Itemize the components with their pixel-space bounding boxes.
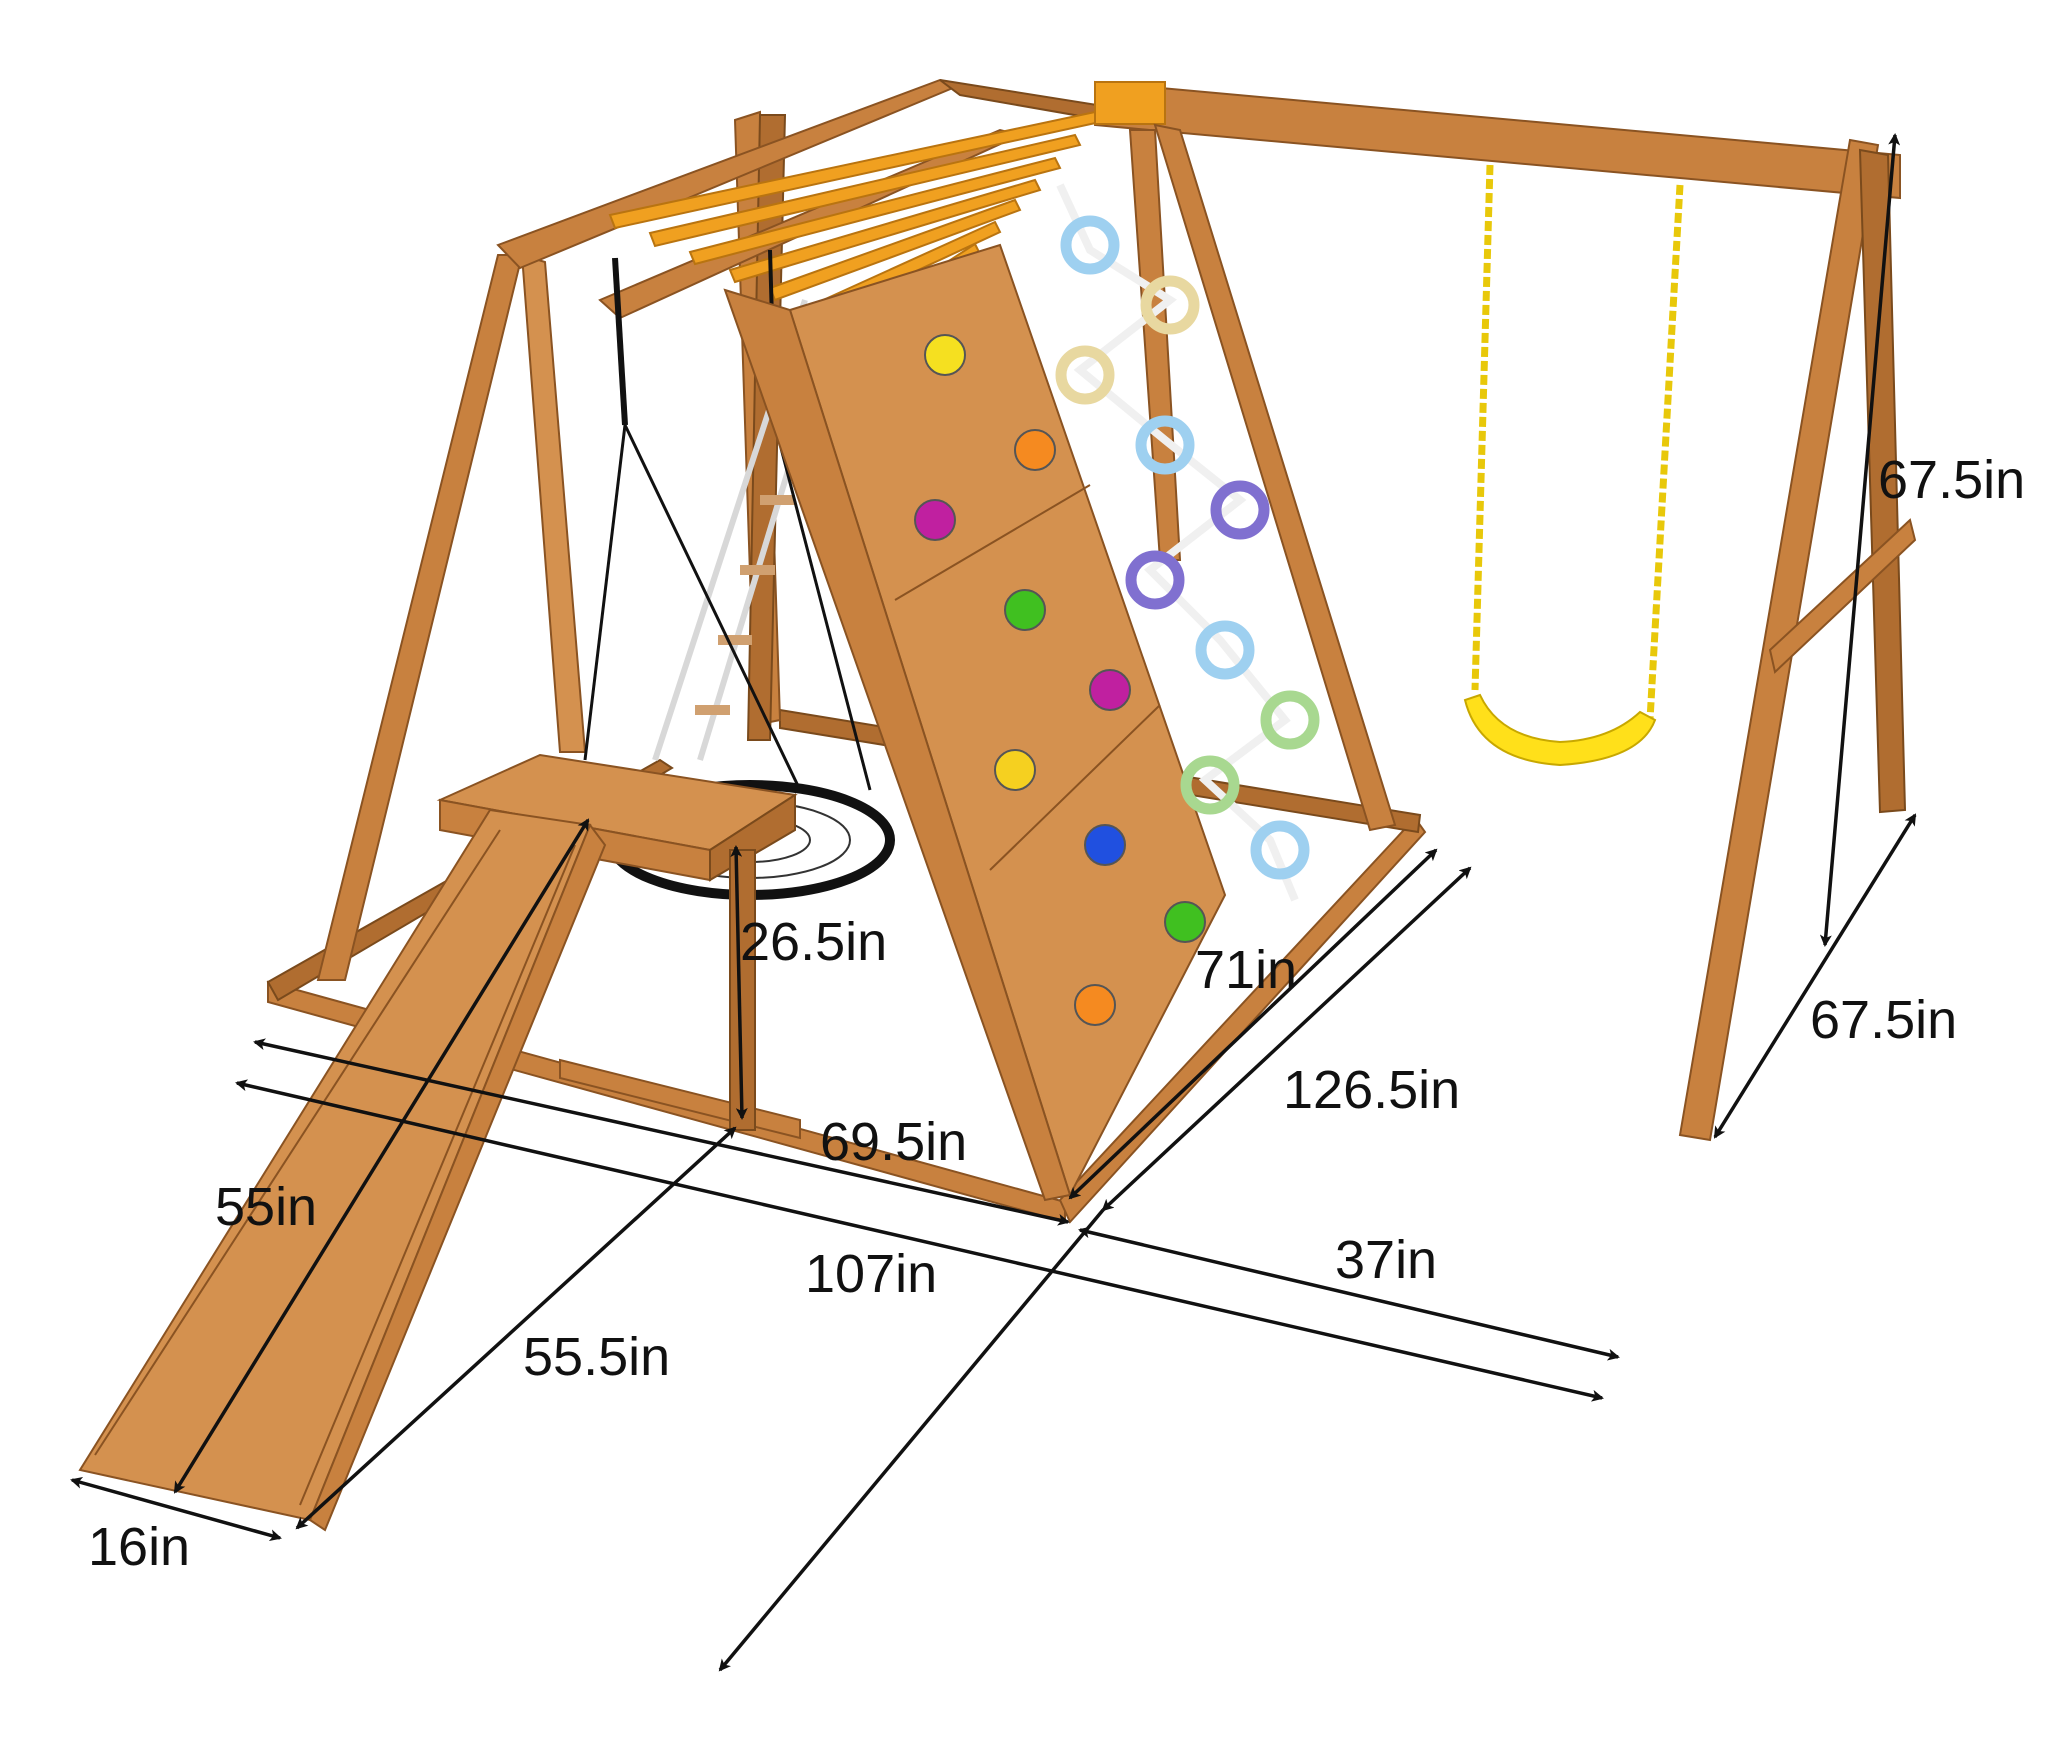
climbing-hold xyxy=(1084,824,1126,866)
climbing-hold xyxy=(1014,429,1056,471)
monkey-bars xyxy=(608,110,1102,338)
climbing-hold xyxy=(994,749,1036,791)
climbing-ring xyxy=(1210,480,1270,540)
climbing-hold xyxy=(914,499,956,541)
climbing-ring xyxy=(1055,345,1115,405)
dimension-labels: 67.5in 67.5in 26.5in 71in 126.5in 69.5in… xyxy=(88,450,2025,1577)
dim-label-swing-height: 67.5in xyxy=(1878,450,2025,510)
climbing-ring xyxy=(1180,755,1240,815)
climbing-ring xyxy=(1125,550,1185,610)
dim-line-ramp-width xyxy=(70,1476,282,1542)
dim-label-platform-height: 26.5in xyxy=(740,912,887,972)
dim-line-ramp-depth xyxy=(295,1126,737,1530)
dim-label-swing-depth: 67.5in xyxy=(1810,990,1957,1050)
dim-label-frame-width: 69.5in xyxy=(820,1112,967,1172)
swing-beam xyxy=(1094,80,1901,200)
climbing-hold xyxy=(1089,669,1131,711)
dim-label-swing-width: 37in xyxy=(1335,1230,1437,1290)
climbing-ring xyxy=(1060,215,1120,275)
climbing-ring xyxy=(1140,275,1200,335)
dim-line-swing-width xyxy=(1078,1226,1620,1361)
climbing-hold xyxy=(1074,984,1116,1026)
climbing-ring xyxy=(1135,415,1195,475)
belt-swing xyxy=(1463,164,1684,767)
dim-label-overall-width: 107in xyxy=(805,1244,937,1304)
dim-label-overall-depth: 126.5in xyxy=(1283,1060,1460,1120)
climbing-hold xyxy=(1004,589,1046,631)
climbing-ring xyxy=(1195,620,1255,680)
dim-label-ramp-depth: 55.5in xyxy=(523,1327,670,1387)
playset-illustration xyxy=(78,78,1917,1532)
dim-line-swing-depth xyxy=(1713,813,1917,1139)
dim-label-wall-length: 71in xyxy=(1195,940,1297,1000)
dimension-lines xyxy=(70,133,1917,1672)
dim-line-swing-height xyxy=(1819,133,1901,947)
dim-label-ramp-width: 16in xyxy=(88,1517,190,1577)
dim-label-ramp-length: 55in xyxy=(215,1177,317,1237)
climbing-ring xyxy=(1260,690,1320,750)
right-a-frame xyxy=(1128,123,1397,832)
dim-line-overall-depth-extension xyxy=(718,1208,1105,1672)
climbing-hold xyxy=(1164,901,1206,943)
climbing-hold xyxy=(924,334,966,376)
ring-net xyxy=(1055,183,1320,902)
